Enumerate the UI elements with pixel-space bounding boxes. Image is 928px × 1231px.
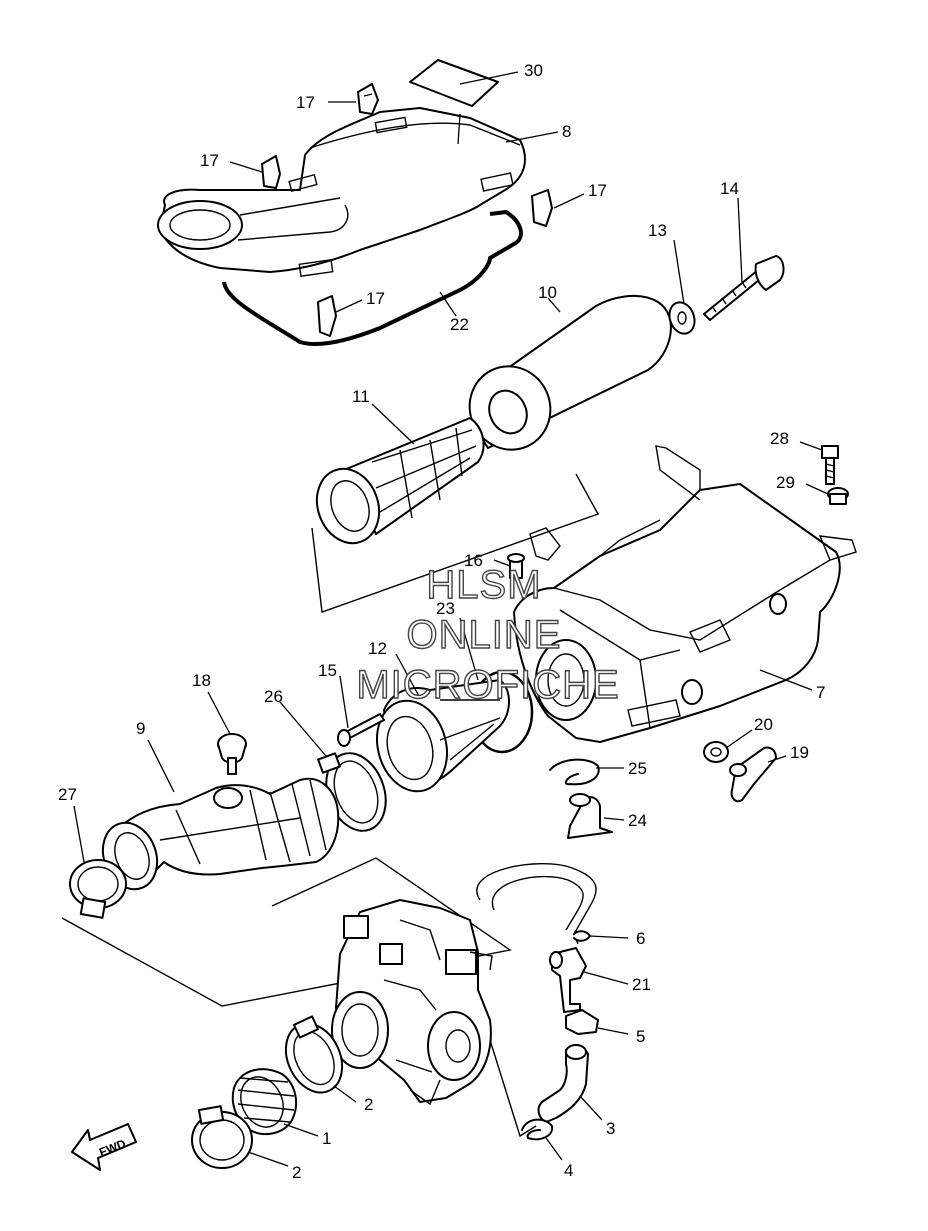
callout-5[interactable]: 5 <box>636 1027 645 1046</box>
callout-2-upper[interactable]: 2 <box>364 1095 373 1114</box>
callout-2-lower[interactable]: 2 <box>292 1163 301 1182</box>
part-4-clip[interactable] <box>521 1118 554 1141</box>
callout-24[interactable]: 24 <box>628 811 647 830</box>
part-13-washer[interactable] <box>665 299 698 337</box>
part-28-bolt[interactable] <box>821 445 839 485</box>
part-22-gasket[interactable] <box>222 210 523 346</box>
callout-17-a[interactable]: 17 <box>296 93 315 112</box>
watermark-line-3: MICROFICHE <box>356 663 619 707</box>
part-2-hose-clamp-lower[interactable] <box>191 1105 253 1169</box>
callout-12[interactable]: 12 <box>368 639 387 658</box>
part-14-wing-bolt[interactable] <box>703 255 785 321</box>
callout-26[interactable]: 26 <box>264 687 283 706</box>
throttle-hose-outline <box>489 1039 537 1138</box>
callout-15[interactable]: 15 <box>318 661 337 680</box>
part-20-grommet[interactable] <box>703 741 729 763</box>
part-17-clip-c[interactable] <box>531 189 553 227</box>
callout-7[interactable]: 7 <box>816 683 825 702</box>
part-24-drain-cap[interactable] <box>567 793 613 839</box>
callout-30[interactable]: 30 <box>524 61 543 80</box>
part-17-clip-b[interactable] <box>261 155 281 189</box>
callout-28[interactable]: 28 <box>770 429 789 448</box>
part-17-clip-d[interactable] <box>317 295 337 337</box>
part-1-joint[interactable] <box>231 1068 298 1136</box>
callout-11[interactable]: 11 <box>352 387 370 406</box>
callout-29[interactable]: 29 <box>776 473 795 492</box>
breather-hose <box>476 863 597 945</box>
part-10-air-filter-element[interactable] <box>456 294 672 463</box>
part-8-air-cleaner-cover[interactable] <box>157 107 526 277</box>
callout-27[interactable]: 27 <box>58 785 77 804</box>
part-26-hose-clamp[interactable] <box>316 745 396 839</box>
part-27-hose-clamp[interactable] <box>69 859 127 919</box>
callout-21[interactable]: 21 <box>632 975 651 994</box>
filter-assembly-outline <box>311 473 600 613</box>
watermark-line-1: HLSM <box>426 563 541 607</box>
part-7-air-cleaner-case[interactable] <box>513 445 857 743</box>
callout-22[interactable]: 22 <box>450 315 469 334</box>
callout-16[interactable]: 16 <box>464 551 483 570</box>
part-15-pin[interactable] <box>337 713 385 747</box>
watermark-line-2: ONLINE <box>407 613 562 657</box>
part-9-intake-duct[interactable] <box>94 777 340 897</box>
part-2-hose-clamp-upper[interactable] <box>275 1014 353 1101</box>
callout-1[interactable]: 1 <box>322 1129 331 1148</box>
callout-6[interactable]: 6 <box>636 929 645 948</box>
callout-19[interactable]: 19 <box>790 743 809 762</box>
callout-14[interactable]: 14 <box>720 179 739 198</box>
watermark: HLSM ONLINE MICROFICHE <box>356 562 620 707</box>
callout-17-d[interactable]: 17 <box>366 289 385 308</box>
callout-25[interactable]: 25 <box>628 759 647 778</box>
callout-3[interactable]: 3 <box>606 1119 615 1138</box>
callout-4[interactable]: 4 <box>564 1161 573 1180</box>
callout-17-c[interactable]: 17 <box>588 181 607 200</box>
part-30-label[interactable] <box>409 59 499 107</box>
part-6-clip[interactable] <box>573 930 591 942</box>
callout-13[interactable]: 13 <box>648 221 667 240</box>
part-17-clip-a[interactable] <box>357 83 379 115</box>
callout-17-b[interactable]: 17 <box>200 151 219 170</box>
duct-assembly-outline <box>61 857 512 1007</box>
part-18-breather-valve[interactable] <box>217 733 247 775</box>
throttle-body <box>331 899 493 1106</box>
part-29-collar[interactable] <box>827 487 849 505</box>
part-16-screw[interactable] <box>507 553 525 579</box>
part-25-clip[interactable] <box>549 758 600 786</box>
part-19-elbow-joint[interactable] <box>729 746 777 803</box>
callout-10[interactable]: 10 <box>538 283 557 302</box>
part-3-hose[interactable] <box>537 1044 589 1123</box>
part-12-air-cleaner-joint[interactable] <box>367 679 510 799</box>
callout-9[interactable]: 9 <box>136 719 145 738</box>
leader-lines <box>73 71 829 1167</box>
part-11-filter-guide[interactable] <box>307 417 485 552</box>
part-21-joint[interactable] <box>549 947 587 1013</box>
callout-18[interactable]: 18 <box>192 671 211 690</box>
part-5-clamp[interactable] <box>565 1009 599 1035</box>
fwd-arrow: FWD <box>71 1123 137 1171</box>
callout-23[interactable]: 23 <box>436 599 455 618</box>
callout-8[interactable]: 8 <box>562 122 571 141</box>
callout-20[interactable]: 20 <box>754 715 773 734</box>
callout-labels: 30 8 17 17 17 17 22 10 13 14 11 28 29 16… <box>58 61 825 1182</box>
